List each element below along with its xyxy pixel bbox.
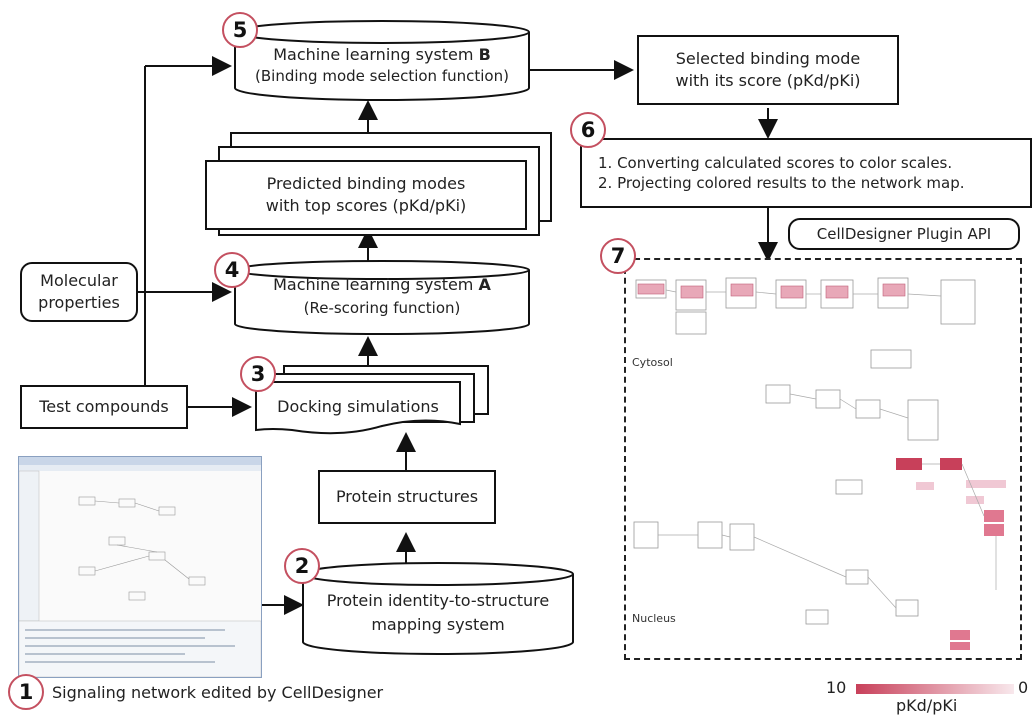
ml-system-a-subtitle: (Re-scoring function) <box>303 299 461 317</box>
celldesigner-screenshot <box>18 456 262 678</box>
step-4-badge: 4 <box>214 252 250 288</box>
mapping-system-cylinder <box>302 562 574 655</box>
predicted-line1: Predicted binding modes <box>266 174 466 194</box>
legend-label: pKd/pKi <box>896 696 958 715</box>
network-map-panel: Cytosol Nucleus <box>624 258 1022 660</box>
nucleus-label: Nucleus <box>632 612 676 625</box>
molecular-line1: Molecular <box>40 271 118 291</box>
step-3-badge: 3 <box>240 356 276 392</box>
step-1-caption: Signaling network edited by CellDesigner <box>52 683 384 702</box>
step-6-line2: 2. Projecting colored results to the net… <box>598 174 965 192</box>
step-5-badge: 5 <box>222 12 258 48</box>
docking-label: Docking simulations <box>277 397 439 416</box>
selected-binding-line2: with its score (pKd/pKi) <box>675 71 861 90</box>
celldesigner-thumbnail <box>18 457 262 678</box>
docking-stack <box>255 365 489 435</box>
test-compounds-box: Test compounds <box>20 385 188 429</box>
step-6-line1: 1. Converting calculated scores to color… <box>598 153 953 172</box>
step-6-box: 1. Converting calculated scores to color… <box>580 138 1032 208</box>
plugin-api-label: CellDesigner Plugin API <box>788 218 1020 250</box>
legend-max-value: 10 <box>826 678 847 697</box>
mapping-line2: mapping system <box>371 615 505 634</box>
selected-binding-line1: Selected binding mode <box>675 49 861 69</box>
protein-structures-box: Protein structures <box>318 470 496 524</box>
step-6-badge: 6 <box>570 112 606 148</box>
ml-system-a-cylinder <box>234 260 530 335</box>
mapping-line1: Protein identity-to-structure <box>326 591 550 610</box>
cytosol-label: Cytosol <box>632 356 673 369</box>
ml-system-b-subtitle: (Binding mode selection function) <box>255 67 509 85</box>
selected-binding-mode-box: Selected binding mode with its score (pK… <box>637 35 899 105</box>
step-1-badge: 1 <box>8 674 44 710</box>
predicted-binding-box: Predicted binding modes with top scores … <box>205 160 527 230</box>
legend-gradient-bar <box>856 684 1014 694</box>
network-map-drawing <box>633 277 1006 650</box>
ml-system-b-title: Machine learning system B <box>273 45 491 64</box>
molecular-line2: properties <box>38 293 120 312</box>
step-2-badge: 2 <box>284 548 320 584</box>
molecular-properties-label: Molecular properties <box>20 262 138 322</box>
ml-system-a-title: Machine learning system A <box>273 275 491 294</box>
step-7-badge: 7 <box>600 238 636 274</box>
legend-min-value: 0 <box>1018 678 1029 697</box>
predicted-line2: with top scores (pKd/pKi) <box>265 196 467 215</box>
